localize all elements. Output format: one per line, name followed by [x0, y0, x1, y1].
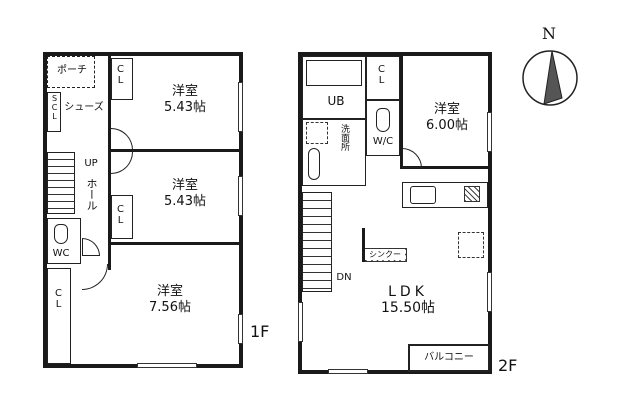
hall-label: ホール — [85, 178, 98, 211]
stairs-down-label: DN — [336, 272, 352, 283]
door[interactable] — [82, 264, 108, 290]
door[interactable] — [111, 152, 133, 174]
porch-label: ポーチ — [57, 65, 87, 76]
toilet-icon — [54, 224, 68, 244]
washroom — [302, 118, 366, 186]
compass-icon — [522, 50, 578, 106]
storage-label: シンクー — [365, 249, 405, 260]
toilet-1f — [47, 218, 81, 264]
room-size: 5.43帖 — [164, 100, 206, 115]
wall — [488, 52, 492, 374]
window — [137, 363, 197, 368]
toilet-label: W/C — [372, 136, 394, 147]
closet-1 — [111, 58, 133, 100]
closet-3 — [47, 268, 71, 364]
bedroom-4-label: 洋室 6.00帖 — [406, 102, 488, 134]
window — [238, 82, 243, 132]
closet-label: CL — [53, 288, 64, 310]
closet-2 — [111, 195, 133, 239]
wall — [298, 52, 302, 374]
bedroom-2-label: 洋室 5.43帖 — [135, 178, 235, 210]
wall — [110, 242, 242, 245]
window — [238, 314, 243, 344]
toilet-icon — [376, 108, 390, 132]
wall — [43, 52, 243, 56]
floor-plan-2f: UB CL W/C 洗面所 洋室 6.00帖 シンクー DN LDK 15.50… — [298, 52, 492, 374]
room-name: 洋室 — [156, 284, 183, 299]
kitchen-counter — [402, 182, 488, 208]
bathtub — [306, 60, 362, 86]
bath-label: UB — [327, 94, 345, 108]
wall — [108, 52, 111, 270]
balcony-label: バルコニー — [424, 352, 474, 363]
door[interactable] — [111, 128, 133, 150]
room-name: 洋室 — [171, 178, 198, 193]
sink-icon — [308, 148, 320, 180]
wall — [110, 149, 242, 152]
floor-label-2f: 2F — [498, 356, 518, 375]
fridge-icon — [458, 232, 484, 258]
balcony — [408, 344, 490, 372]
wall — [362, 228, 365, 262]
stove-icon — [464, 186, 480, 202]
window — [487, 272, 492, 312]
floor-label-1f: 1F — [250, 322, 270, 341]
door[interactable] — [402, 148, 422, 168]
window — [328, 369, 368, 374]
floor-plan-1f: ポーチ CL SCL シューズ 洋室 5.43帖 UP ホール 洋室 5.43帖… — [40, 52, 245, 368]
closet-4 — [366, 56, 400, 100]
ldk-label: LDK 15.50帖 — [348, 284, 468, 316]
stairs-up-label: UP — [84, 158, 98, 169]
bathroom — [302, 56, 366, 120]
porch — [47, 56, 95, 88]
compass-north-label: N — [542, 24, 556, 43]
window — [298, 302, 303, 342]
wall — [400, 52, 403, 168]
wall — [298, 370, 492, 374]
kitchen-sink — [410, 186, 436, 204]
washroom-label: 洗面所 — [339, 124, 349, 151]
room-name: LDK — [388, 284, 428, 300]
room-name: 洋室 — [171, 84, 198, 99]
wall — [400, 166, 490, 169]
room-size: 7.56帖 — [149, 300, 191, 315]
closet-label: CL — [115, 64, 126, 86]
bedroom-3-label: 洋室 7.56帖 — [110, 284, 230, 316]
shoes-label: シューズ — [64, 102, 104, 113]
wall — [298, 52, 492, 56]
toilet-2f — [366, 100, 400, 156]
wall — [43, 52, 47, 368]
door[interactable] — [82, 238, 100, 256]
washing-machine-icon — [306, 122, 328, 144]
stairs-2f — [302, 192, 332, 292]
shoe-closet — [47, 92, 61, 132]
shoe-closet-label: SCL — [50, 94, 59, 121]
room-size: 6.00帖 — [426, 118, 468, 133]
north-compass: N — [520, 24, 580, 114]
closet-label: CL — [376, 64, 387, 86]
toilet-label: WC — [52, 248, 70, 259]
window — [238, 176, 243, 216]
room-name: 洋室 — [433, 102, 460, 117]
window — [487, 112, 492, 152]
stairs-1f — [47, 152, 75, 214]
bedroom-1-label: 洋室 5.43帖 — [135, 84, 235, 116]
room-size: 15.50帖 — [380, 300, 436, 316]
closet-label: CL — [115, 204, 126, 226]
room-size: 5.43帖 — [164, 194, 206, 209]
